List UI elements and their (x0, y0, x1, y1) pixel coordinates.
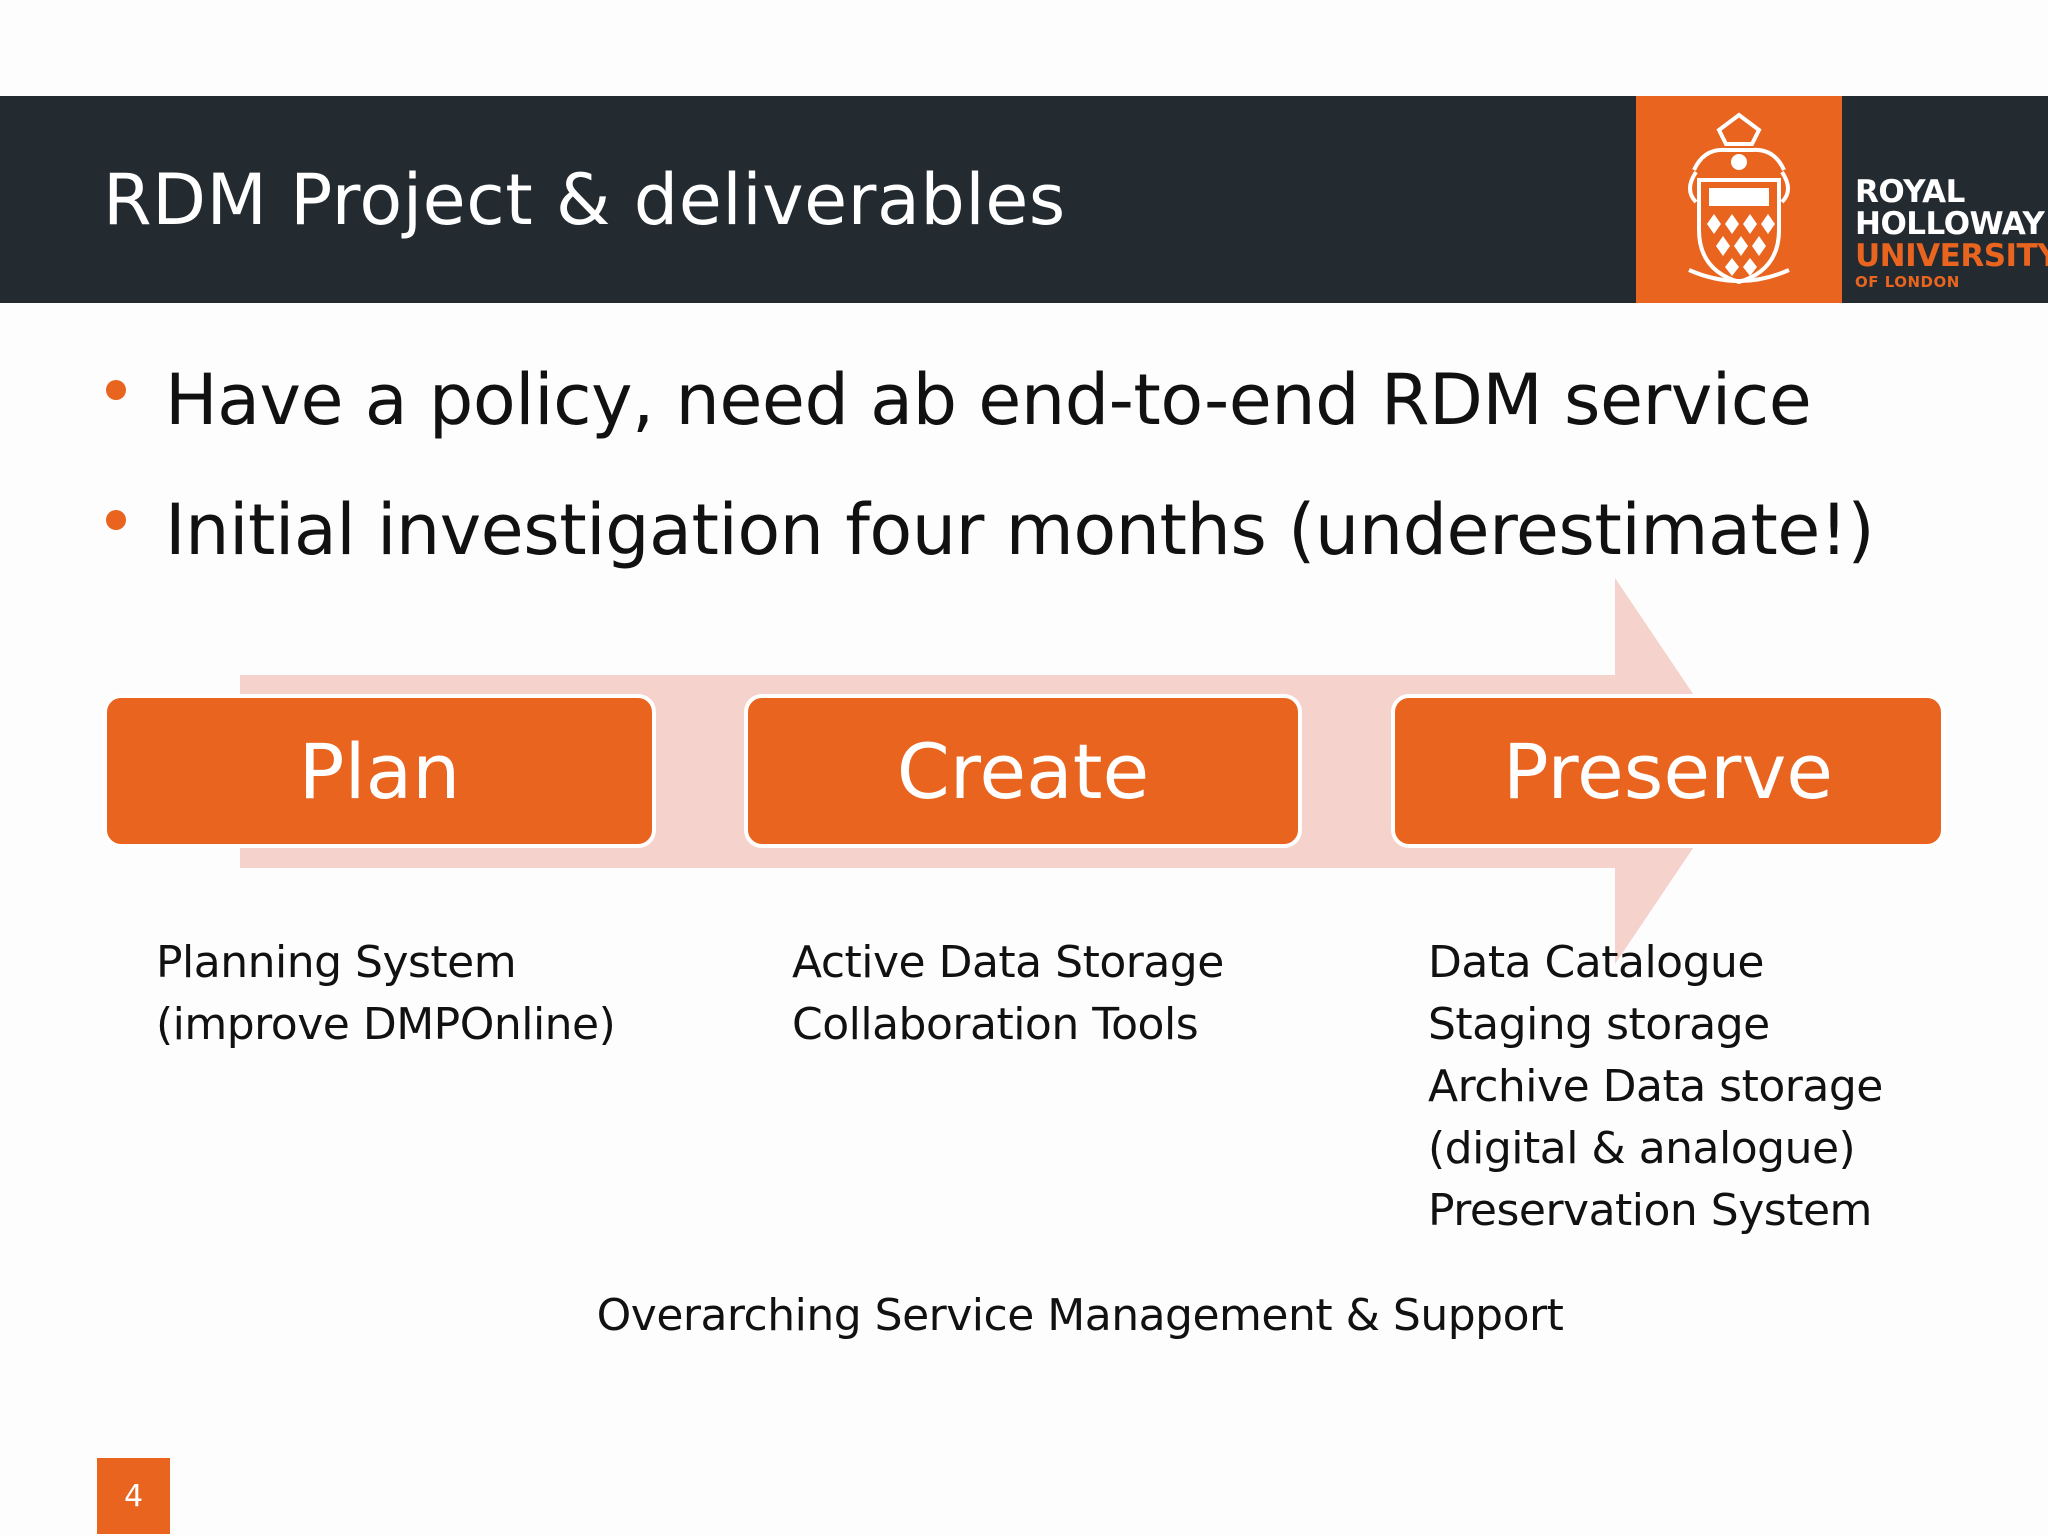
create-deliverables: Active Data Storage Collaboration Tools (792, 932, 1224, 1056)
step-preserve: Preserve (1391, 694, 1945, 848)
step-plan: Plan (103, 694, 656, 848)
bullet-dot-icon (106, 380, 126, 400)
footer-note: Overarching Service Management & Support (596, 1290, 1564, 1341)
bullet-item: Have a policy, need ab end-to-end RDM se… (100, 350, 1874, 480)
deliverable-item: Planning System (156, 937, 517, 988)
crest-icon (1688, 112, 1790, 284)
bullet-dot-icon (106, 510, 126, 530)
bullet-text: Have a policy, need ab end-to-end RDM se… (165, 359, 1812, 441)
deliverable-item: Active Data Storage (792, 937, 1224, 988)
plan-deliverables: Planning System (improve DMPOnline) (156, 932, 616, 1056)
bullet-list: Have a policy, need ab end-to-end RDM se… (100, 350, 1875, 610)
logo-line-royal: ROYAL (1855, 174, 1965, 210)
bullet-text: Initial investigation four months (under… (165, 489, 1875, 571)
deliverable-item: (improve DMPOnline) (156, 999, 616, 1050)
deliverable-item: Data Catalogue (1428, 937, 1764, 988)
step-create: Create (744, 694, 1302, 848)
slide-title: RDM Project & deliverables (103, 158, 1066, 241)
deliverable-item: Preservation System (1428, 1185, 1872, 1236)
logo-line-of-london: OF LONDON (1855, 273, 1960, 291)
university-logo-text: ROYAL HOLLOWAY UNIVERSITY OF LONDON (1855, 176, 2048, 292)
deliverable-item: Archive Data storage (1428, 1061, 1883, 1112)
page-number: 4 (97, 1458, 170, 1534)
bullet-item: Initial investigation four months (under… (100, 480, 1875, 610)
deliverable-item: Staging storage (1428, 999, 1770, 1050)
university-crest (1636, 96, 1842, 303)
deliverable-item: (digital & analogue) (1428, 1123, 1856, 1174)
deliverable-item: Collaboration Tools (792, 999, 1199, 1050)
logo-line-holloway: HOLLOWAY (1855, 206, 2045, 242)
logo-line-university: UNIVERSITY (1855, 238, 2048, 274)
preserve-deliverables: Data Catalogue Staging storage Archive D… (1428, 932, 1883, 1242)
